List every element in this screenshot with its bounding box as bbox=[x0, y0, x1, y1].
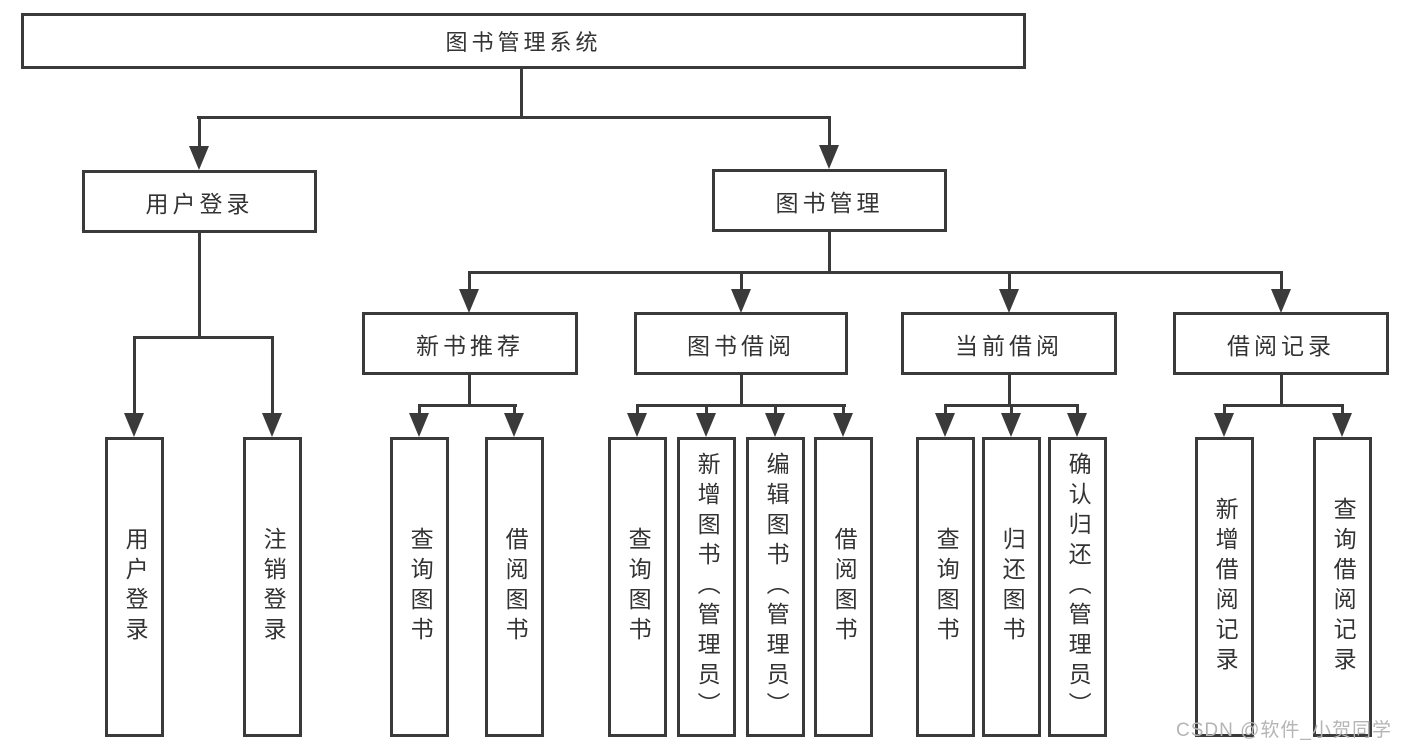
arrow-down-icon bbox=[1067, 413, 1087, 437]
connector-line bbox=[774, 404, 777, 413]
arrow-down-icon bbox=[999, 289, 1019, 313]
arrow-down-icon bbox=[1214, 413, 1234, 437]
connector-line bbox=[1223, 404, 1226, 413]
node-user-login: 用户登录 bbox=[82, 170, 317, 233]
leaf-label: 确认归还（管理员） bbox=[1065, 452, 1092, 722]
arrow-down-icon bbox=[1001, 413, 1021, 437]
arrow-down-icon bbox=[1332, 413, 1352, 437]
csdn-watermark: CSDN @软件_小贺同学 bbox=[1176, 720, 1392, 741]
connector-line bbox=[1076, 404, 1079, 413]
connector-line bbox=[418, 404, 517, 407]
node-label: 图书管理 bbox=[775, 189, 884, 216]
connector-line bbox=[133, 336, 274, 339]
connector-line bbox=[1223, 404, 1344, 407]
connector-line bbox=[513, 404, 516, 413]
arrow-down-icon bbox=[731, 289, 751, 313]
node-label: 当前借阅 bbox=[955, 332, 1063, 359]
arrow-down-icon bbox=[765, 413, 785, 437]
leaf-label: 用户登录 bbox=[122, 527, 149, 647]
leaf-label: 新增借阅记录 bbox=[1212, 497, 1239, 677]
leaf-query-books-borrowing: 查询图书 bbox=[608, 437, 667, 737]
connector-line bbox=[705, 404, 708, 413]
leaf-query-books-current: 查询图书 bbox=[916, 437, 975, 737]
connector-line bbox=[842, 404, 845, 413]
arrow-down-icon bbox=[1271, 289, 1291, 313]
connector-line bbox=[740, 271, 743, 289]
arrow-down-icon bbox=[696, 413, 716, 437]
node-library-management-system: 图书管理系统 bbox=[21, 13, 1026, 69]
connector-line bbox=[468, 375, 471, 406]
leaf-label: 查询借阅记录 bbox=[1330, 497, 1357, 677]
leaf-confirm-return-admin: 确认归还（管理员） bbox=[1048, 437, 1107, 737]
leaf-label: 借阅图书 bbox=[502, 527, 529, 647]
node-new-book-recommendation: 新书推荐 bbox=[362, 312, 578, 375]
arrow-down-icon bbox=[833, 413, 853, 437]
leaf-label: 借阅图书 bbox=[831, 527, 858, 647]
leaf-add-books-admin: 新增图书（管理员） bbox=[677, 437, 736, 737]
leaf-query-books-recommend: 查询图书 bbox=[390, 437, 449, 737]
arrow-down-icon bbox=[262, 413, 282, 437]
leaf-label: 归还图书 bbox=[999, 527, 1026, 647]
connector-line bbox=[197, 116, 831, 119]
connector-line bbox=[636, 404, 846, 407]
leaf-label: 查询图书 bbox=[407, 527, 434, 647]
leaf-query-borrow-record: 查询借阅记录 bbox=[1313, 437, 1372, 737]
leaf-add-borrow-record: 新增借阅记录 bbox=[1195, 437, 1254, 737]
node-label: 图书管理系统 bbox=[445, 30, 602, 55]
leaf-borrow-books-recommend: 借阅图书 bbox=[485, 437, 544, 737]
leaf-label: 查询图书 bbox=[933, 527, 960, 647]
connector-line bbox=[740, 375, 743, 406]
connector-line bbox=[271, 336, 274, 413]
connector-line bbox=[418, 404, 421, 413]
node-label: 图书借阅 bbox=[687, 332, 795, 359]
leaf-label: 编辑图书（管理员） bbox=[763, 452, 790, 722]
arrow-down-icon bbox=[459, 289, 479, 313]
node-book-management: 图书管理 bbox=[712, 169, 947, 232]
leaf-borrow-books-borrowing: 借阅图书 bbox=[814, 437, 873, 737]
connector-line bbox=[1010, 404, 1013, 413]
connector-line bbox=[828, 232, 831, 274]
node-borrowing-records: 借阅记录 bbox=[1173, 312, 1389, 375]
arrow-down-icon bbox=[409, 413, 429, 437]
node-book-borrowing: 图书借阅 bbox=[634, 312, 848, 375]
leaf-label: 新增图书（管理员） bbox=[694, 452, 721, 722]
connector-line bbox=[944, 404, 947, 413]
connector-line bbox=[1280, 375, 1283, 406]
connector-line bbox=[468, 271, 471, 289]
arrow-down-icon bbox=[504, 413, 524, 437]
connector-line bbox=[1008, 271, 1011, 289]
arrow-down-icon bbox=[124, 413, 144, 437]
connector-line bbox=[198, 233, 201, 339]
leaf-return-books: 归还图书 bbox=[982, 437, 1041, 737]
connector-line bbox=[1341, 404, 1344, 413]
connector-line bbox=[133, 336, 136, 413]
arrow-down-icon bbox=[189, 146, 209, 170]
connector-line bbox=[636, 404, 639, 413]
connector-line bbox=[520, 69, 523, 119]
leaf-label: 查询图书 bbox=[625, 527, 652, 647]
connector-line bbox=[198, 116, 201, 146]
arrow-down-icon bbox=[935, 413, 955, 437]
node-label: 借阅记录 bbox=[1227, 332, 1335, 359]
leaf-user-login: 用户登录 bbox=[105, 437, 164, 737]
arrow-down-icon bbox=[627, 413, 647, 437]
node-label: 用户登录 bbox=[145, 190, 254, 217]
arrow-down-icon bbox=[819, 145, 839, 169]
leaf-label: 注销登录 bbox=[260, 527, 287, 647]
connector-line bbox=[468, 271, 1283, 274]
leaf-logout: 注销登录 bbox=[243, 437, 302, 737]
node-label: 新书推荐 bbox=[416, 332, 524, 359]
leaf-edit-books-admin: 编辑图书（管理员） bbox=[746, 437, 805, 737]
connector-line bbox=[1008, 375, 1011, 406]
connector-line bbox=[828, 116, 831, 146]
node-current-borrowing: 当前借阅 bbox=[901, 312, 1117, 375]
connector-line bbox=[1280, 271, 1283, 289]
